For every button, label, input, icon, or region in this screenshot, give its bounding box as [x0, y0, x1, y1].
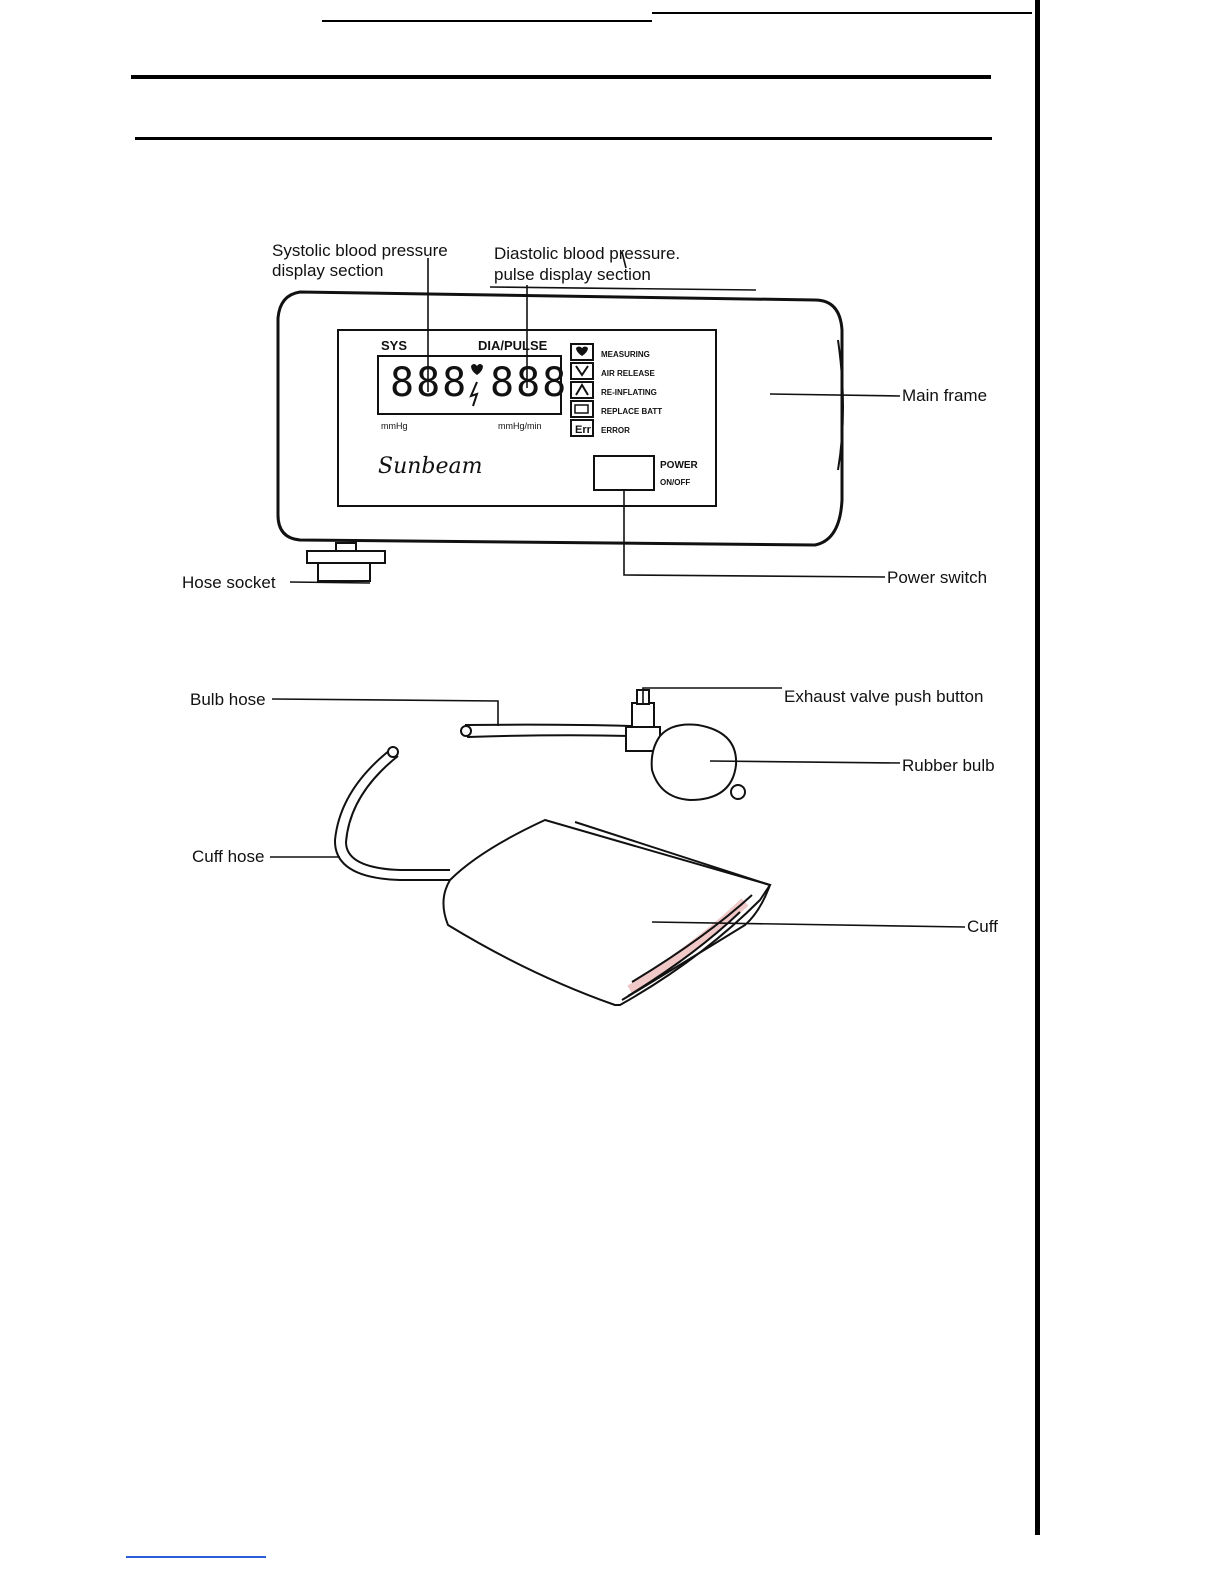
rubber-bulb-label: Rubber bulb [902, 756, 995, 775]
leader-top [489, 286, 757, 291]
cuff [442, 818, 772, 1006]
cuff-hose [333, 746, 450, 881]
status-replace-batt: REPLACE BATT [601, 407, 663, 416]
status-reinflating: RE-INFLATING [601, 388, 657, 397]
hose-socket-label: Hose socket [182, 573, 276, 592]
brand-logo: Sunbeam [378, 454, 483, 479]
status-list: MEASURING AIR RELEASE RE-INFLATING REPLA… [601, 345, 662, 440]
power-label: POWER [660, 460, 698, 471]
cuff-label: Cuff [967, 917, 998, 936]
power-sub-label: ON/OFF [660, 478, 691, 487]
main-frame-right-edge [837, 339, 844, 471]
header-rule-2 [135, 137, 992, 140]
power-switch[interactable] [593, 455, 655, 491]
top-right-rule [652, 12, 1032, 14]
exhaust-valve-label: Exhaust valve push button [784, 687, 984, 706]
leader-power-switch [623, 490, 886, 578]
leader-cuff [651, 921, 966, 928]
systolic-label-line2: display section [272, 261, 384, 280]
status-error: ERROR [601, 426, 630, 435]
dia-digits: 888 [490, 360, 569, 406]
bottom-link-underline [126, 1556, 266, 1558]
systolic-label-line1: Systolic blood pressure [272, 241, 448, 260]
sys-digits: 888 [390, 360, 469, 406]
main-frame-label: Main frame [902, 386, 988, 405]
diastolic-label-line1: Diastolic blood pressure. [494, 244, 681, 263]
leader-rubber-bulb [709, 760, 901, 764]
header-rule-1 [131, 75, 991, 79]
error-icon [570, 419, 594, 437]
bulb-hose-label: Bulb hose [190, 690, 266, 709]
leader-bulb-hose [271, 698, 499, 726]
leader-exhaust-valve [642, 687, 782, 703]
leader-hose-socket [289, 581, 371, 584]
status-air-release: AIR RELEASE [601, 369, 655, 378]
bulb-hose [460, 723, 631, 739]
lcd-window [377, 355, 562, 415]
rubber-bulb [650, 723, 746, 802]
power-switch-label: Power switch [887, 568, 988, 587]
dia-unit: mmHg/min [498, 421, 542, 431]
dia-label: DIA/PULSE [478, 338, 548, 353]
status-icons [570, 343, 594, 437]
top-short-rule [322, 20, 652, 22]
sys-label: SYS [381, 338, 408, 353]
hose-socket [306, 542, 386, 582]
status-measuring: MEASURING [601, 350, 650, 359]
right-margin-rule [1035, 0, 1040, 1535]
sys-unit: mmHg [381, 421, 408, 431]
cuff-hose-label: Cuff hose [192, 847, 265, 866]
svg-text:Err: Err [575, 424, 592, 436]
leader-main-frame [769, 393, 901, 397]
diastolic-label-line2: pulse display section [494, 265, 651, 284]
